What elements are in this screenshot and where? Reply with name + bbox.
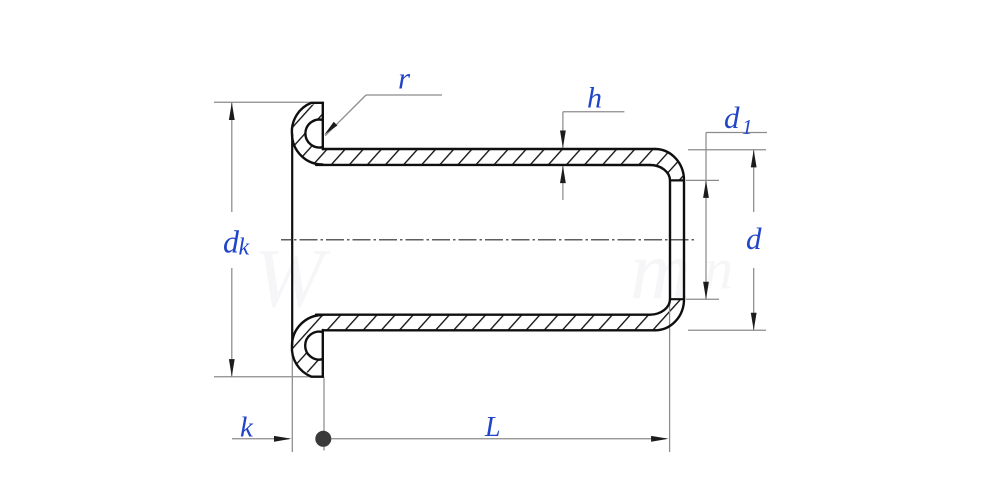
svg-text:d: d (746, 221, 762, 256)
svg-text:k: k (239, 235, 250, 261)
svg-text:h: h (587, 82, 602, 115)
svg-text:d: d (724, 100, 740, 135)
svg-text:r: r (398, 61, 411, 96)
svg-text:n: n (704, 236, 733, 301)
svg-text:k: k (240, 412, 254, 444)
svg-text:1: 1 (742, 115, 753, 139)
svg-text:L: L (484, 412, 501, 443)
svg-text:d: d (223, 224, 240, 260)
